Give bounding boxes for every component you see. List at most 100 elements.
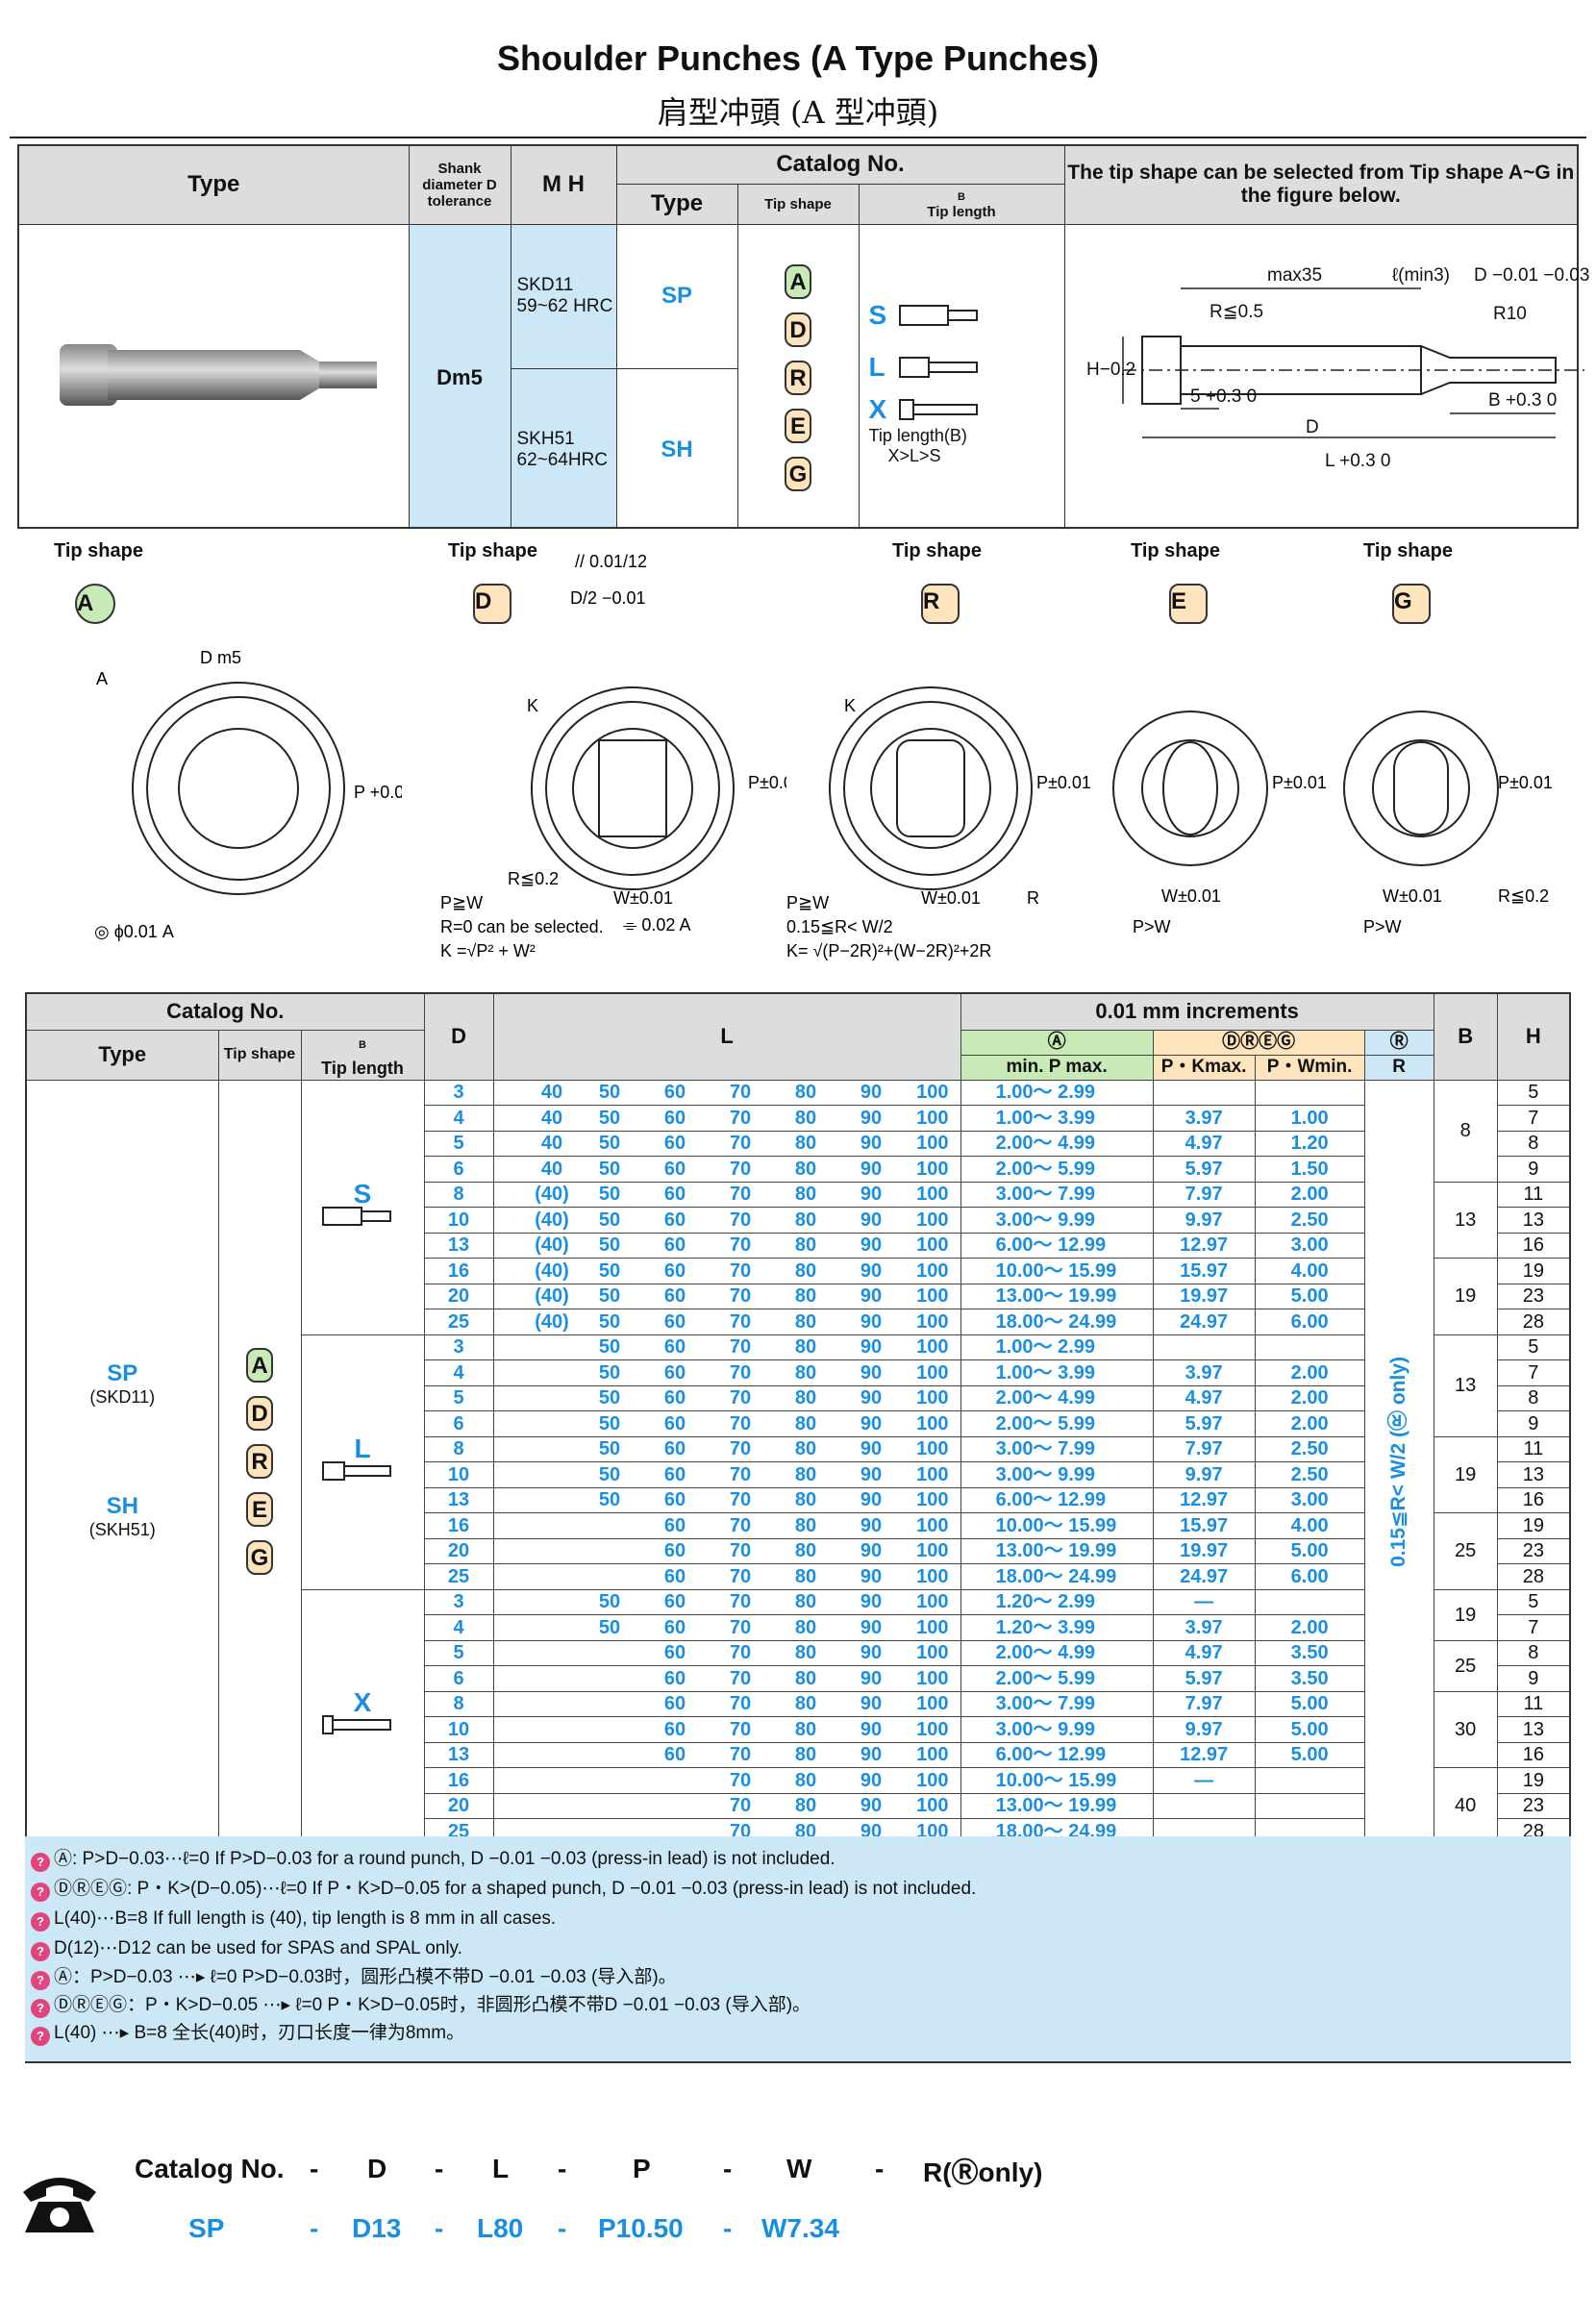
note-5: ?Ⓐ：P>D−0.03 ⋯▸ ℓ=0 P>D−0.03时，圆形凸模不带D −0.… — [31, 1963, 1571, 1991]
code-sp: SP — [615, 223, 738, 369]
p-range: 3.00～ 9.99 — [960, 1207, 1154, 1234]
svg-text:D m5: D m5 — [200, 648, 241, 667]
l-value: 90 — [837, 1232, 906, 1259]
l-value: 70 — [707, 1665, 775, 1692]
dim-r10: R10 — [1493, 304, 1527, 324]
mh-header: M H — [510, 144, 617, 225]
pk-max: 4.97 — [1152, 1130, 1256, 1157]
l-value: 90 — [837, 1309, 906, 1335]
punch-image — [60, 344, 378, 406]
l-value: 80 — [774, 1309, 838, 1335]
l-value: 80 — [774, 1334, 838, 1360]
pin-icon: ? — [31, 1912, 50, 1932]
h-value: 7 — [1496, 1614, 1571, 1641]
l-value: 50 — [576, 1435, 644, 1462]
pk-max: 12.97 — [1152, 1486, 1256, 1513]
d-value: 5 — [423, 1639, 494, 1666]
h-value: 8 — [1496, 1130, 1571, 1157]
l-value: 100 — [905, 1079, 961, 1106]
l-value: 70 — [707, 1232, 775, 1259]
pw-min: 3.00 — [1254, 1486, 1365, 1513]
pw-min: 2.00 — [1254, 1181, 1365, 1208]
l-value: 50 — [576, 1130, 644, 1157]
l-value: 90 — [837, 1384, 906, 1411]
l-value: 50 — [576, 1207, 644, 1234]
l-value — [528, 1690, 577, 1717]
dim-dtol: D −0.01 −0.03 — [1474, 265, 1589, 286]
pin-icon: ? — [31, 1853, 50, 1872]
pin-icon: ? — [31, 1883, 50, 1902]
l-value: 100 — [905, 1334, 961, 1360]
l-value: 60 — [643, 1639, 708, 1666]
pk-max: — — [1152, 1767, 1256, 1794]
l-value: 100 — [905, 1384, 961, 1411]
l-value: 60 — [643, 1207, 708, 1234]
l-value: 60 — [643, 1665, 708, 1692]
h-value: 13 — [1496, 1716, 1571, 1743]
pw-min: 2.50 — [1254, 1461, 1365, 1488]
l-value: 70 — [707, 1563, 775, 1590]
pk-max: 12.97 — [1152, 1741, 1256, 1768]
h-value: 13 — [1496, 1207, 1571, 1234]
b-value: 40 — [1433, 1767, 1498, 1845]
l-value: 90 — [837, 1079, 906, 1106]
l-value: 60 — [643, 1486, 708, 1513]
h-value: 11 — [1496, 1181, 1571, 1208]
l-value: 80 — [774, 1435, 838, 1462]
l-value: 60 — [643, 1537, 708, 1564]
l-value: 100 — [905, 1614, 961, 1641]
svg-text:W±0.01: W±0.01 — [613, 888, 673, 908]
l-value — [528, 1588, 577, 1615]
tip-shape-d: Tip shape D // 0.01/12D/2 −0.01P±0.01W±0… — [411, 529, 786, 965]
h-value: 5 — [1496, 1588, 1571, 1615]
svg-text:W±0.01: W±0.01 — [921, 888, 981, 908]
order-dash: - — [310, 2154, 319, 2183]
order-dash: - — [875, 2154, 885, 2183]
d-value: 10 — [423, 1461, 494, 1488]
p-range: 3.00～ 7.99 — [960, 1181, 1154, 1208]
tip-shape-icons: A D R E G — [736, 223, 860, 533]
l-value: 90 — [837, 1435, 906, 1462]
svg-text:P±0.01: P±0.01 — [1036, 773, 1091, 792]
l-value: 100 — [905, 1792, 961, 1819]
pw-min: 1.50 — [1254, 1156, 1365, 1183]
l-value: 60 — [643, 1309, 708, 1335]
l-value: 60 — [643, 1563, 708, 1590]
svg-text:K =√P² + W²: K =√P² + W² — [440, 941, 536, 960]
l-value: 50 — [576, 1588, 644, 1615]
l-value: 100 — [905, 1181, 961, 1208]
h-value: 19 — [1496, 1258, 1571, 1284]
l-value: 50 — [576, 1283, 644, 1309]
d-value: 13 — [423, 1741, 494, 1768]
tip-length-cell: S L X Tip length(B) X>L>S — [858, 223, 1065, 533]
p-range: 2.00～ 4.99 — [960, 1384, 1154, 1411]
pk-max: 5.97 — [1152, 1156, 1256, 1183]
svg-text:// 0.01/12: // 0.01/12 — [575, 552, 647, 571]
pk-max: 9.97 — [1152, 1716, 1256, 1743]
order-dash: - — [723, 2154, 733, 2183]
d-value: 25 — [423, 1309, 494, 1335]
l-value: 100 — [905, 1258, 961, 1284]
p-range: 2.00～ 5.99 — [960, 1156, 1154, 1183]
l-value: 100 — [905, 1639, 961, 1666]
svg-text:K: K — [844, 696, 856, 715]
l-value: (40) — [528, 1258, 577, 1284]
svg-text:R=0 can be selected.: R=0 can be selected. — [440, 917, 604, 936]
th-r: Ⓡ — [1363, 1029, 1434, 1056]
d-value: 13 — [423, 1232, 494, 1259]
tip-a-badge: A — [75, 584, 115, 624]
d-value: 3 — [423, 1588, 494, 1615]
tipshape-col-header: Tip shape — [736, 183, 860, 225]
